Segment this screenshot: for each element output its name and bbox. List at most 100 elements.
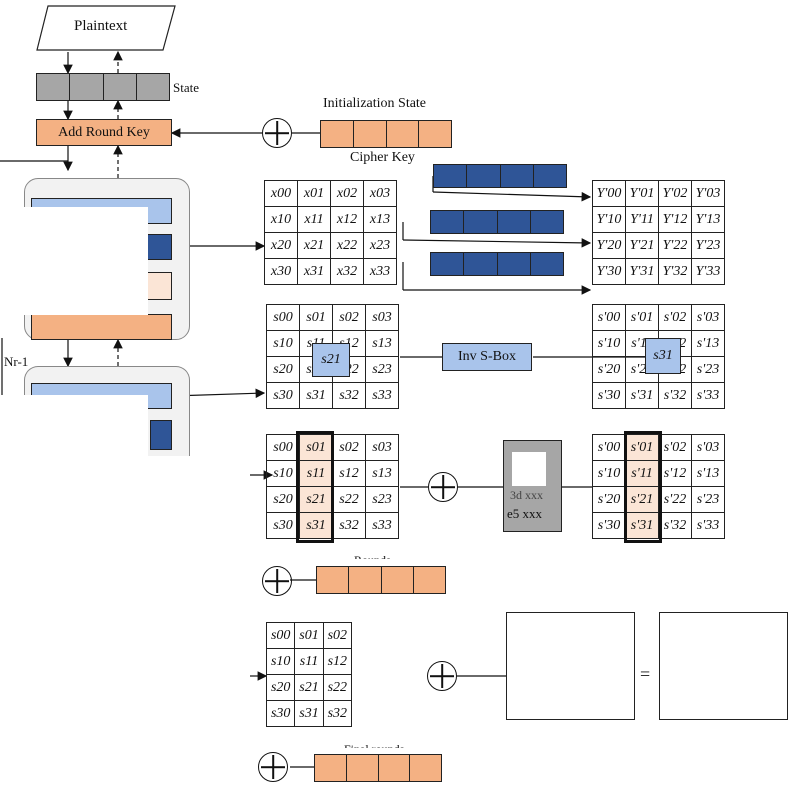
s-cell: s11: [299, 460, 333, 487]
sp-cell: s'02: [658, 304, 692, 331]
shift-strip-2: [430, 210, 564, 234]
s-cell: s00: [266, 434, 300, 461]
s-cell: s02: [322, 622, 352, 649]
sp-cell: s'20: [592, 356, 626, 383]
y-cell: Y'01: [625, 180, 659, 207]
sp-cell: s'00: [592, 304, 626, 331]
s-cell: s02: [332, 434, 366, 461]
xor-icon: [258, 752, 288, 782]
x-cell: x12: [330, 206, 364, 233]
x-cell: x21: [297, 232, 331, 259]
s-cell: s10: [266, 460, 300, 487]
s-cell: s22: [322, 674, 352, 701]
round-key-strip: [316, 566, 446, 594]
occlusion-patch-3: [512, 452, 546, 486]
shift-rows-box-2: [150, 420, 172, 450]
s-cell: s30: [266, 382, 300, 409]
x-cell: x20: [264, 232, 298, 259]
plaintext-shape: [36, 5, 176, 51]
sp-cell: s'11: [625, 460, 659, 487]
plaintext-label: Plaintext: [74, 18, 128, 34]
s-cell: s22: [332, 486, 366, 513]
y-cell: Y'22: [658, 232, 692, 259]
s-cell: s03: [365, 434, 399, 461]
xor-icon: [427, 661, 457, 691]
s-cell: s31: [299, 382, 333, 409]
equals-sign: =: [640, 664, 651, 684]
column-highlight-2: [624, 431, 662, 543]
y-cell: Y'33: [691, 258, 725, 285]
s-cell: s01: [299, 434, 333, 461]
occlusion-patch-2: [16, 395, 148, 457]
sp-cell: s'23: [691, 486, 725, 513]
x-cell: x33: [363, 258, 397, 285]
y-cell: Y'32: [658, 258, 692, 285]
nr-label: Nr-1: [4, 354, 29, 369]
x-cell: x30: [264, 258, 298, 285]
sp-cell: s'32: [658, 382, 692, 409]
x-cell: x02: [330, 180, 364, 207]
s-cell: s20: [266, 674, 296, 701]
xor-icon: [428, 472, 458, 502]
s-cell: s32: [322, 700, 352, 727]
sp-cell: s'10: [592, 460, 626, 487]
s-cell: s32: [332, 382, 366, 409]
shift-strip-3: [430, 252, 564, 276]
s-cell: s12: [332, 460, 366, 487]
x-cell: x00: [264, 180, 298, 207]
s31-highlight: s31: [645, 338, 681, 374]
x-cell: x32: [330, 258, 364, 285]
s-cell: s12: [322, 648, 352, 675]
s-cell: s10: [266, 648, 296, 675]
shift-strip-1: [433, 164, 567, 188]
s-cell: s00: [266, 622, 296, 649]
s-cell: s21: [299, 486, 333, 513]
s-cell: s32: [332, 512, 366, 539]
y-cell: Y'31: [625, 258, 659, 285]
x-cell: x10: [264, 206, 298, 233]
add-round-key-box-2: [31, 314, 172, 340]
final-rounds-label: Final rounds: [344, 738, 404, 748]
y-cell: Y'20: [592, 232, 626, 259]
sp-cell: s'01: [625, 304, 659, 331]
sp-cell: s'33: [691, 382, 725, 409]
sp-cell: s'31: [625, 512, 659, 539]
s-cell: s13: [365, 330, 399, 357]
s-cell: s01: [294, 622, 324, 649]
s-cell: s30: [266, 512, 300, 539]
sp-cell: s'20: [592, 486, 626, 513]
round-key-matrix: [506, 612, 635, 720]
column-highlight: [296, 431, 334, 543]
occlusion-patch: [16, 207, 148, 315]
sp-cell: s'11: [625, 330, 659, 357]
inv-sbox-box: Inv S-Box: [442, 343, 532, 371]
sp-cell: s'30: [592, 512, 626, 539]
cipher-key-label: Cipher Key: [350, 150, 415, 165]
sp-cell: s'13: [691, 330, 725, 357]
y-cell: Y'21: [625, 232, 659, 259]
y-cell: Y'11: [625, 206, 659, 233]
y-cell: Y'30: [592, 258, 626, 285]
init-state-strip: [320, 120, 452, 148]
s-cell: s31: [294, 700, 324, 727]
rounds-label: Rounds: [354, 549, 391, 559]
s-cell: s21: [294, 674, 324, 701]
sp-cell: s'10: [592, 330, 626, 357]
s-cell: s00: [266, 304, 300, 331]
s-cell: s03: [365, 304, 399, 331]
add-round-key-box: Add Round Key: [36, 119, 172, 146]
x-cell: x13: [363, 206, 397, 233]
sp-cell: s'03: [691, 304, 725, 331]
s-cell: s11: [294, 648, 324, 675]
y-cell: Y'23: [691, 232, 725, 259]
s21-highlight: s21: [312, 343, 350, 377]
s-cell: s30: [266, 700, 296, 727]
x-cell: x22: [330, 232, 364, 259]
s-cell: s23: [365, 356, 399, 383]
x-cell: x01: [297, 180, 331, 207]
